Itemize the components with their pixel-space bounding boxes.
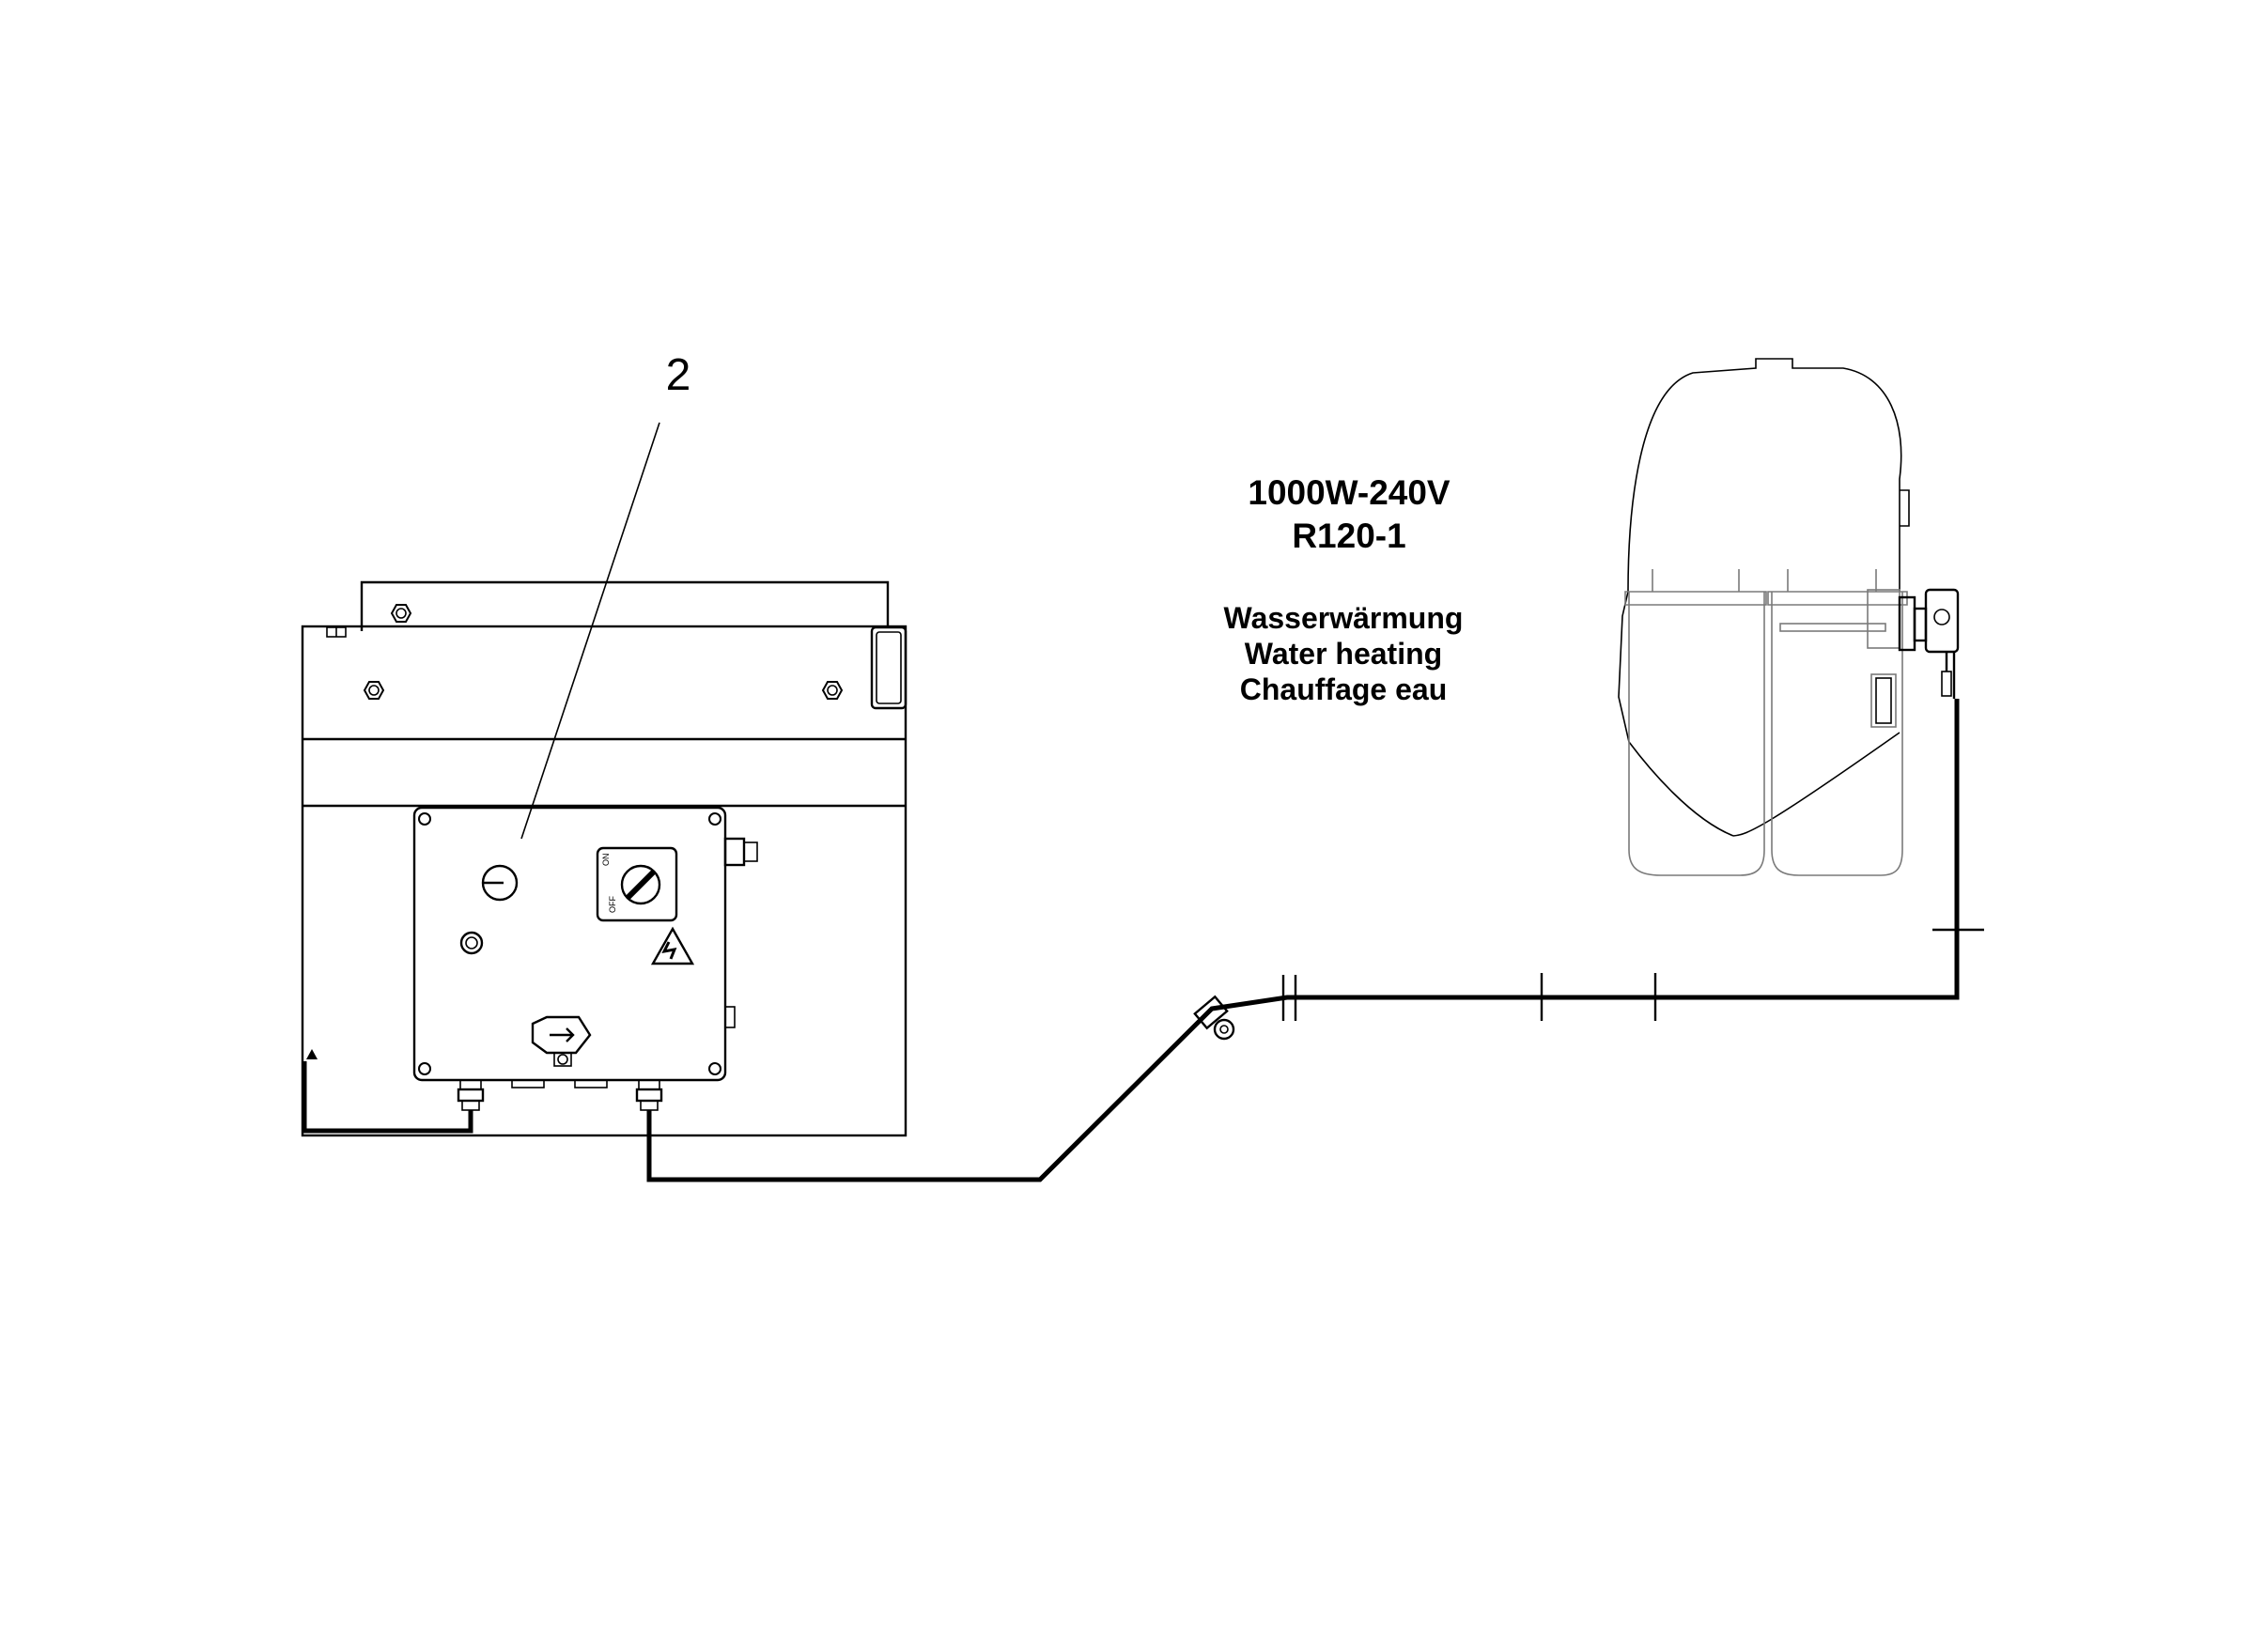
control-cabinet (301, 580, 908, 1137)
indicator-lamp-icon (481, 864, 519, 902)
model-number: R120-1 (1292, 517, 1405, 555)
nut-icon (821, 681, 844, 700)
function-label: Wasserwärmung Water heating Chauffage ea… (1224, 601, 1464, 706)
ground-cable (302, 1061, 473, 1134)
cable-gland-icon (457, 1079, 485, 1111)
switch-off-label: OFF (608, 896, 617, 913)
callout-number: 2 (666, 350, 691, 400)
heater-element-icon (1898, 588, 1960, 699)
water-tank (1618, 358, 1960, 876)
pilot-lamp-icon (459, 931, 484, 955)
arrow-up-icon (306, 1049, 318, 1059)
power-rating: 1000W-240V (1248, 473, 1451, 512)
cable-ties (1281, 928, 1984, 1021)
cable-gland-icon (635, 1079, 663, 1111)
control-box: ON OFF (412, 806, 758, 1111)
high-voltage-warning-icon (650, 926, 695, 965)
function-de: Wasserwärmung (1224, 601, 1464, 635)
switch-on-label: ON (601, 854, 611, 867)
rotary-switch-icon: ON OFF (596, 846, 678, 922)
callout-leader-line (520, 422, 660, 840)
heater-supply-cable (646, 699, 1960, 1182)
lock-arrow-icon (531, 1015, 592, 1067)
function-fr: Chauffage eau (1240, 672, 1447, 706)
nut-icon (363, 681, 385, 700)
spec-label: 1000W-240V R120-1 (1248, 473, 1451, 555)
cable-clamp-icon (1193, 995, 1235, 1041)
function-en: Water heating (1245, 637, 1442, 671)
nut-icon (390, 604, 412, 623)
